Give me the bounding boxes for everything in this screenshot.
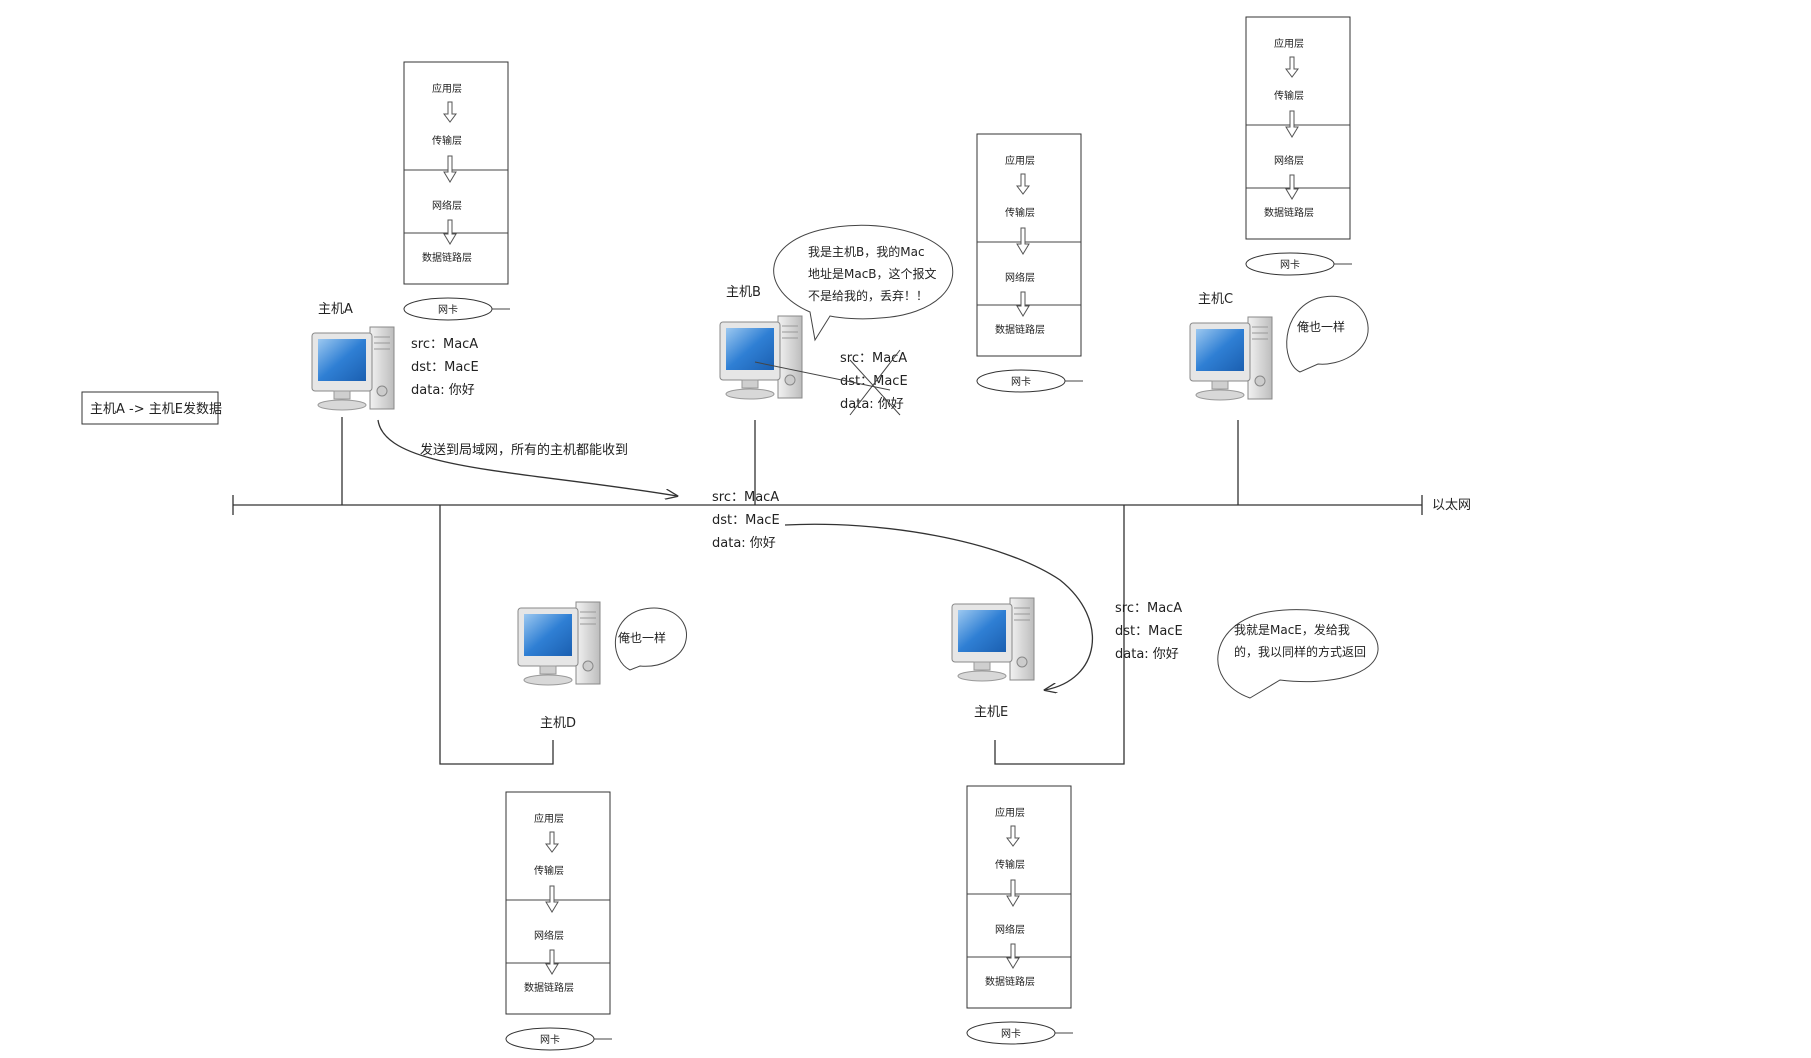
computer-icon [517, 601, 601, 686]
layer-network: 网络层 [1005, 271, 1035, 284]
bus-packet: src：MacA dst：MacE data: 你好 [712, 490, 780, 551]
task-label-box: 主机A -> 主机E发数据 [81, 391, 222, 425]
bus-packet-data: data: 你好 [712, 536, 776, 551]
reject-line [754, 361, 891, 391]
layer-app: 应用层 [1005, 154, 1035, 167]
layer-app: 应用层 [534, 812, 564, 825]
bubble-line-2: 的，我以同样的方式返回 [1234, 644, 1366, 659]
bus-packet-src: src：MacA [712, 490, 779, 505]
bubble-line-2: 地址是MacB，这个报文 [808, 266, 937, 281]
broadcast-arrow [377, 419, 677, 496]
nic-label: 网卡 [1280, 258, 1300, 271]
host-a-stack: 应用层 传输层 网络层 数据链路层 网卡 [403, 61, 511, 321]
task-label: 主机A -> 主机E发数据 [90, 401, 222, 417]
host-a-packet-data: data: 你好 [411, 383, 475, 398]
layer-datalink: 数据链路层 [524, 981, 574, 994]
host-e-packet-dst: dst：MacE [1115, 624, 1183, 639]
host-b-packet-dst: dst：MacE [840, 374, 908, 389]
speech-bubble [773, 224, 954, 342]
layer-transport: 传输层 [432, 134, 462, 147]
layer-transport: 传输层 [534, 864, 564, 877]
bubble-line-3: 不是给我的，丢弃！！ [808, 288, 928, 303]
nic-label: 网卡 [1001, 1027, 1021, 1040]
bubble-text: 俺也一样 [1297, 319, 1345, 334]
host-b-packet-data: data: 你好 [840, 397, 904, 412]
host-e-name: 主机E [974, 705, 1008, 720]
layer-datalink: 数据链路层 [985, 975, 1035, 988]
bus-packet-dst: dst：MacE [712, 513, 780, 528]
computer-icon [719, 315, 803, 400]
bubble-line-1: 我就是MacE，发给我 [1234, 622, 1350, 637]
speech-bubble [615, 607, 687, 671]
host-d: 主机D 俺也一样 [517, 601, 687, 731]
layer-app: 应用层 [432, 82, 462, 95]
ethernet-bus [232, 417, 1423, 765]
cross-mark [849, 359, 901, 416]
host-a-name: 主机A [318, 302, 353, 317]
layer-app: 应用层 [995, 806, 1025, 819]
layer-app: 应用层 [1274, 37, 1304, 50]
host-c: 主机C 俺也一样 [1189, 292, 1369, 401]
bubble-text: 俺也一样 [618, 630, 666, 645]
host-e-packet-data: data: 你好 [1115, 647, 1179, 662]
host-b-name: 主机B [726, 285, 761, 300]
speech-bubble [1286, 295, 1369, 373]
host-d-name: 主机D [540, 716, 576, 731]
layer-datalink: 数据链路层 [422, 251, 472, 264]
host-c-stack: 应用层 传输层 网络层 数据链路层 网卡 [1245, 16, 1353, 276]
layer-network: 网络层 [534, 929, 564, 942]
host-c-name: 主机C [1198, 292, 1233, 307]
cross-mark [849, 349, 901, 416]
delivery-arrow [784, 523, 1094, 690]
host-e-stack: 应用层 传输层 网络层 数据链路层 网卡 [966, 785, 1074, 1045]
bubble-line-1: 我是主机B，我的Mac [808, 244, 925, 259]
layer-transport: 传输层 [995, 858, 1025, 871]
layer-network: 网络层 [1274, 154, 1304, 167]
layer-network: 网络层 [995, 923, 1025, 936]
computer-icon [311, 326, 395, 411]
layer-network: 网络层 [432, 199, 462, 212]
host-b-stack: 应用层 传输层 网络层 数据链路层 网卡 [976, 133, 1084, 393]
computer-icon [951, 597, 1035, 682]
host-e: 主机E src：MacA dst：MacE data: 你好 我就是MacE，发… [951, 597, 1379, 720]
nic-label: 网卡 [1011, 375, 1031, 388]
computer-icon [1189, 316, 1273, 401]
broadcast-note: 发送到局域网，所有的主机都能收到 [420, 442, 628, 458]
speech-bubble [1217, 609, 1379, 699]
host-d-stack: 应用层 传输层 网络层 数据链路层 网卡 [505, 791, 613, 1051]
nic-label: 网卡 [540, 1033, 560, 1046]
host-e-packet-src: src：MacA [1115, 601, 1182, 616]
ethernet-label: 以太网 [1432, 498, 1471, 513]
nic-label: 网卡 [438, 303, 458, 316]
layer-transport: 传输层 [1005, 206, 1035, 219]
host-a-packet-dst: dst：MacE [411, 360, 479, 375]
layer-datalink: 数据链路层 [1264, 206, 1314, 219]
layer-transport: 传输层 [1274, 89, 1304, 102]
host-b: 主机B src：MacA dst：MacE data: 你好 我是主机B，我的M… [719, 224, 954, 416]
layer-datalink: 数据链路层 [995, 323, 1045, 336]
host-a-packet-src: src：MacA [411, 337, 478, 352]
host-a: 主机A src：MacA dst：MacE data: 你好 [311, 302, 479, 411]
